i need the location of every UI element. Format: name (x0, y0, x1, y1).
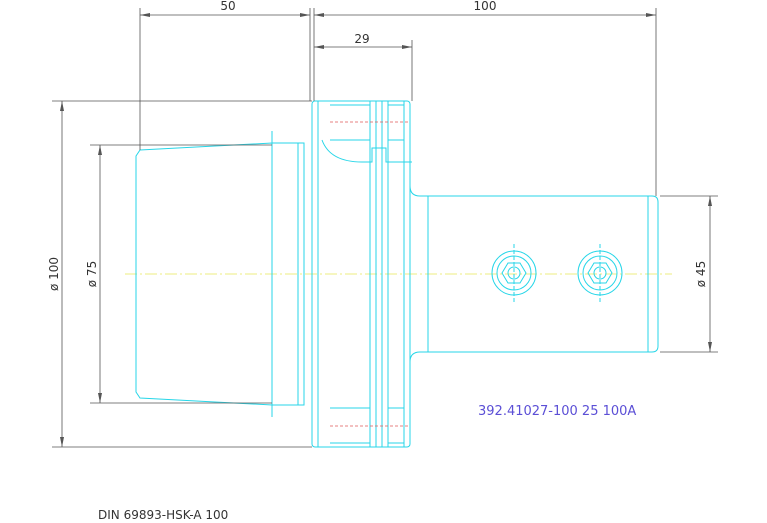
dim-label-100: 100 (474, 0, 497, 13)
dim-label-dia-75: ø 75 (85, 261, 99, 287)
dim-label-dia-100: ø 100 (47, 257, 61, 291)
standard-designation: DIN 69893-HSK-A 100 (98, 508, 228, 522)
dim-label-50: 50 (220, 0, 235, 13)
set-screw-left (491, 244, 537, 302)
dim-diameter-100 (52, 100, 312, 448)
cylindrical-holder (427, 195, 659, 353)
dim-label-29: 29 (354, 32, 369, 46)
taper-shank (135, 131, 305, 417)
flange (311, 100, 428, 448)
dim-length-29 (314, 40, 413, 101)
dim-diameter-75 (90, 144, 272, 404)
dim-label-dia-45: ø 45 (694, 261, 708, 287)
set-screw-right (577, 244, 623, 302)
part-number: 392.41027-100 25 100A (478, 404, 636, 419)
dim-diameter-45 (660, 195, 718, 353)
dim-length-50 (139, 8, 311, 150)
dim-length-100 (313, 8, 657, 196)
